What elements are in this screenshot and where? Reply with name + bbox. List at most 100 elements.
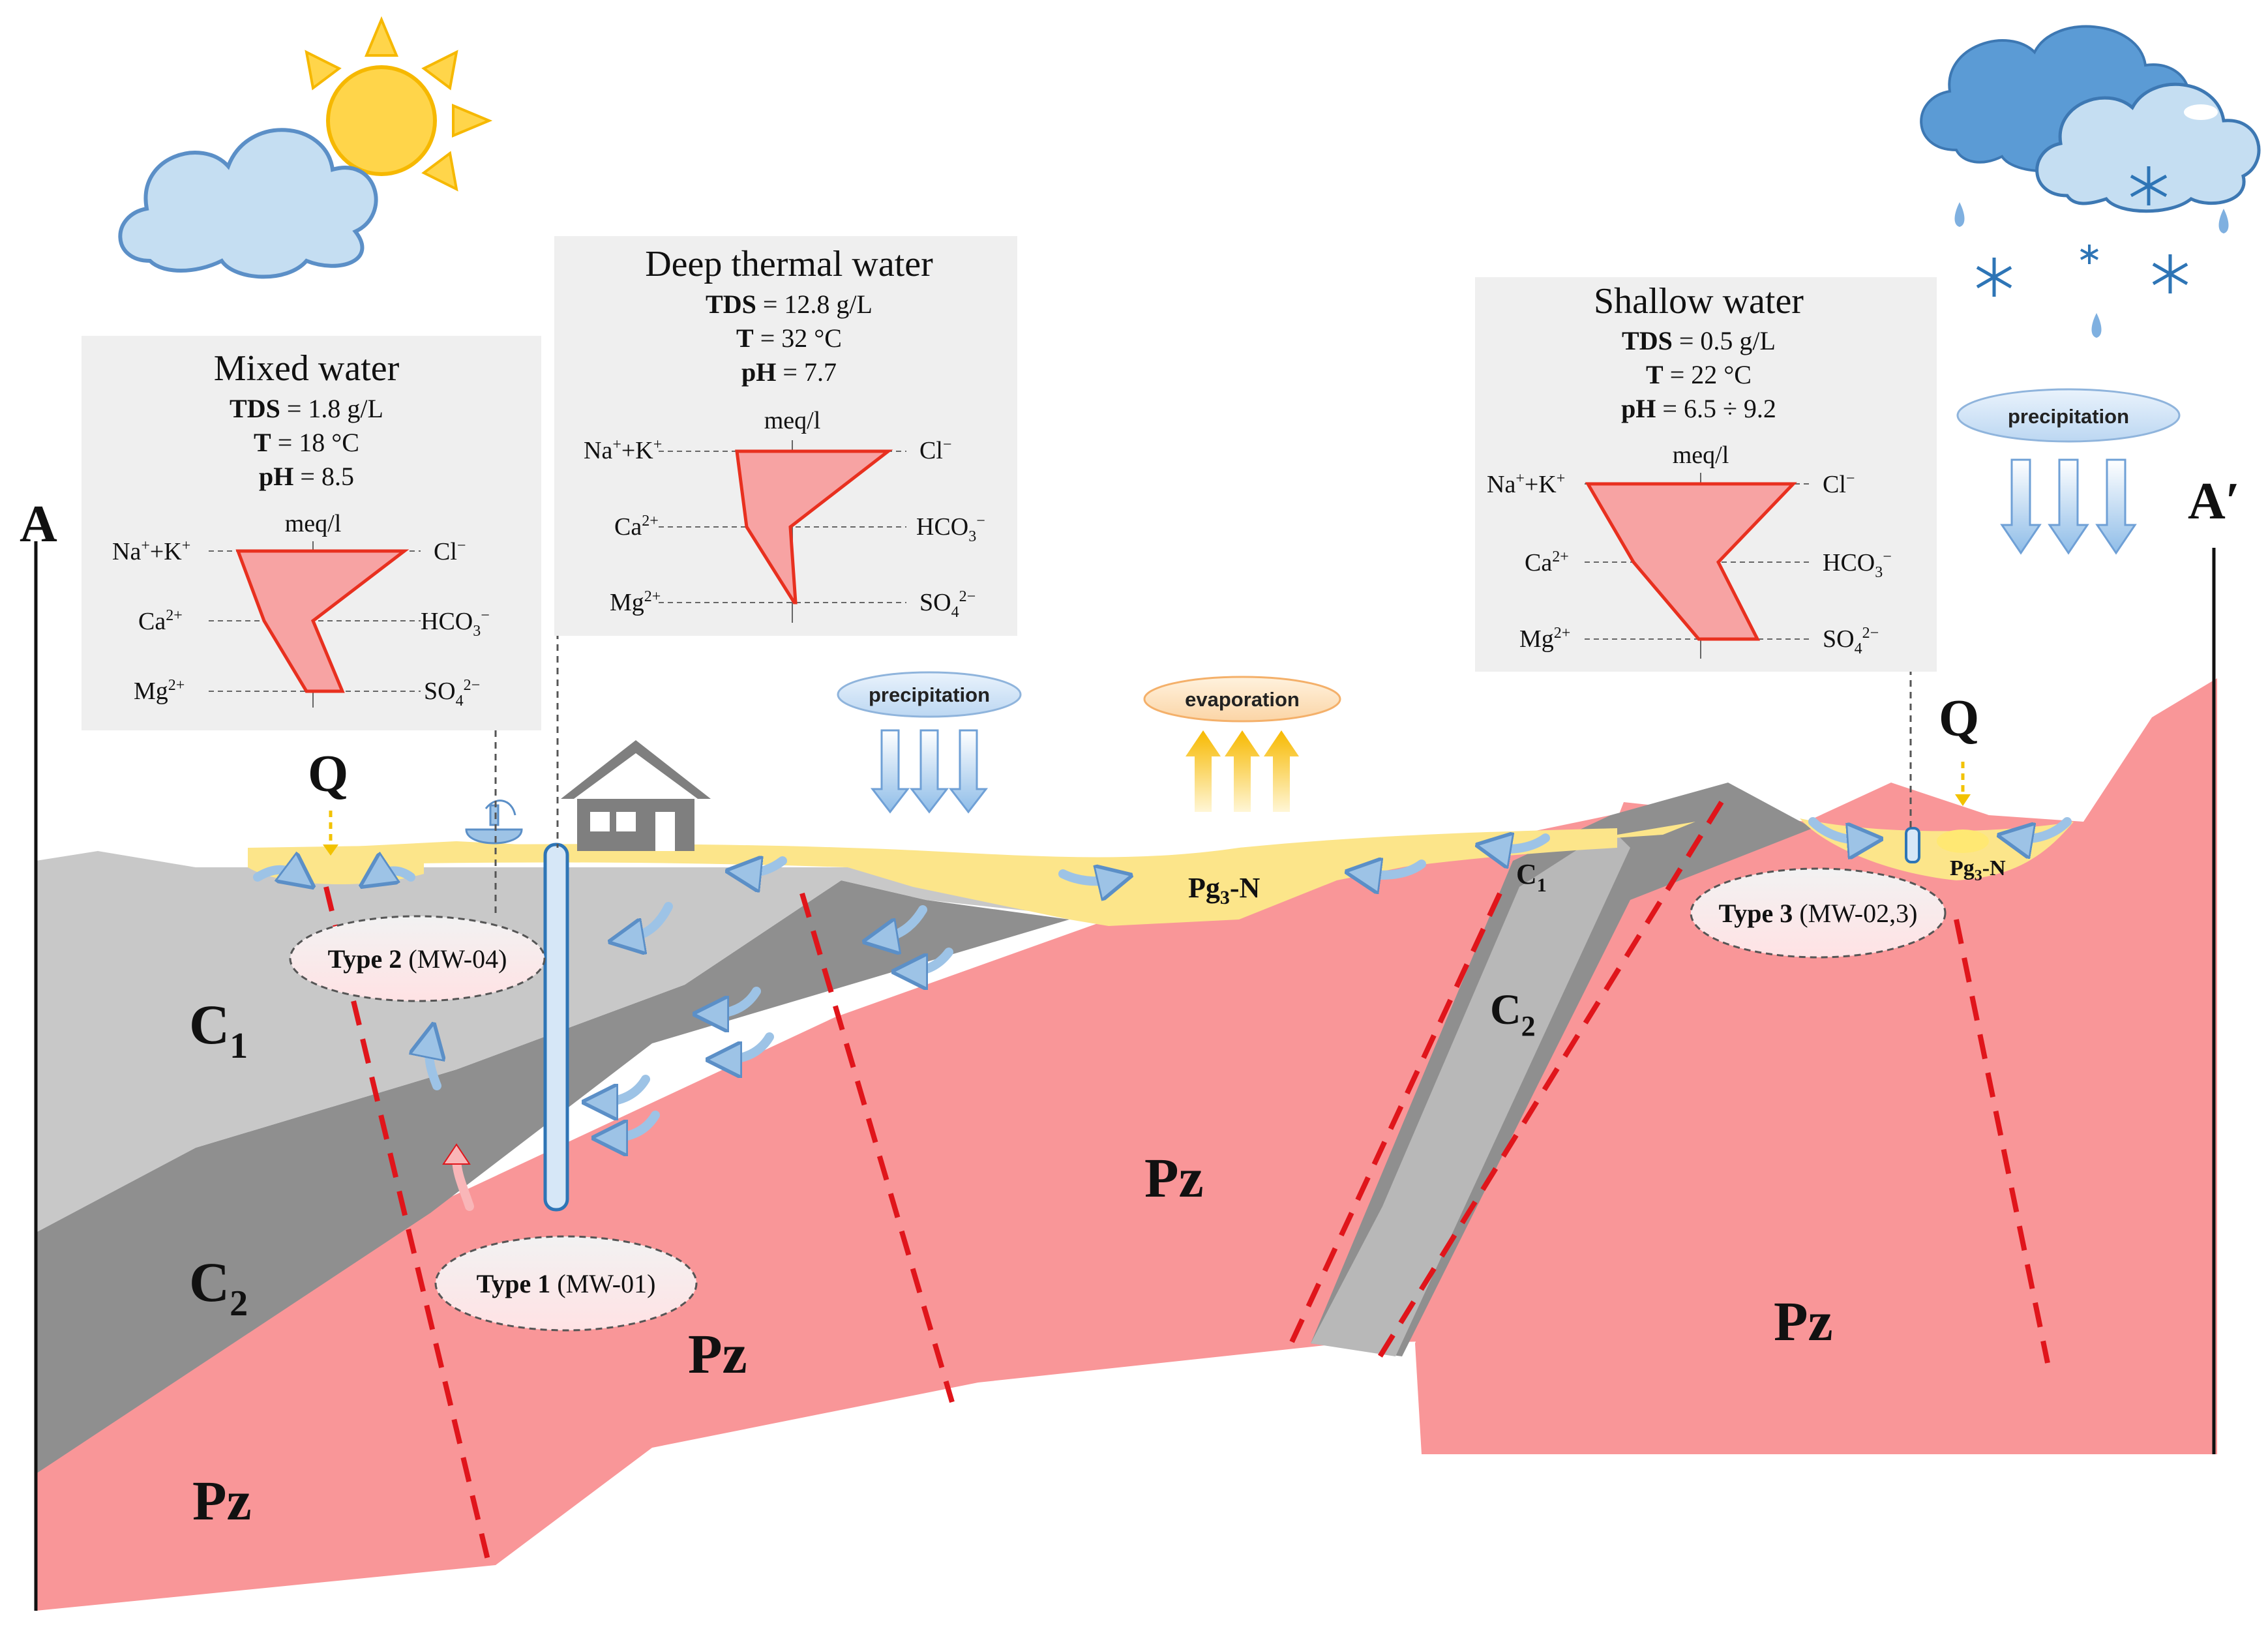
svg-text:Type 2 (MW-04): Type 2 (MW-04) — [328, 944, 507, 974]
type1-ellipse: Type 1 (MW-01) — [434, 1235, 698, 1332]
panel-mixed-ph-value: = 8.5 — [293, 462, 354, 491]
svg-text:Ca2+: Ca2+ — [614, 513, 659, 541]
svg-text:Cl−: Cl− — [919, 436, 951, 464]
svg-text:Type 1 (MW-01): Type 1 (MW-01) — [477, 1269, 656, 1298]
rock-label-c2-left: C2 — [189, 1251, 248, 1324]
svg-text:SO42−: SO42− — [1823, 625, 1879, 657]
ion-na-k: Na++K+ — [112, 537, 190, 565]
type1-wells: (MW-01) — [550, 1269, 655, 1298]
panel-deep-tds-key: TDS — [706, 290, 756, 319]
panel-shallow-title: Shallow water — [1594, 281, 1804, 321]
type3-key: Type 3 — [1719, 899, 1793, 928]
panel-shallow-tds-key: TDS — [1622, 326, 1673, 355]
well-deep — [543, 843, 569, 1212]
rock-label-pz-center: Pz — [1144, 1146, 1204, 1209]
svg-text:Na++K+: Na++K+ — [1487, 470, 1565, 498]
svg-text:Na++K+: Na++K+ — [584, 436, 662, 464]
section-end-label: A′ — [2188, 473, 2240, 530]
svg-text:TDS = 12.8 g/L: TDS = 12.8 g/L — [706, 290, 873, 319]
type3-wells: (MW-02,3) — [1793, 899, 1917, 928]
snowflake-icon — [1976, 258, 2012, 297]
discharge-left-label: Q — [308, 745, 348, 803]
raindrop-icon — [1954, 202, 2229, 338]
snowflake-icon — [2152, 254, 2188, 293]
faults — [323, 800, 2050, 1566]
upflow-arrowhead-warm — [442, 1143, 471, 1165]
ion-hco3: HCO3− — [421, 607, 490, 640]
panel-shallow-water: Shallow water TDS = 0.5 g/L T = 22 °C pH… — [1475, 277, 1937, 672]
svg-text:T = 18 °C: T = 18 °C — [254, 428, 359, 457]
panel-deep-ph-key: pH — [741, 357, 776, 387]
faucet-icon — [465, 800, 523, 844]
panel-deep-t-value: = 32 °C — [754, 323, 842, 353]
svg-text:Cl−: Cl− — [1823, 470, 1855, 498]
panel-deep-unit: meq/l — [764, 407, 821, 434]
svg-text:SO42−: SO42− — [919, 588, 976, 621]
svg-text:pH = 7.7: pH = 7.7 — [741, 357, 837, 387]
panel-shallow-t-key: T — [1646, 360, 1664, 389]
svg-text:T = 22 °C: T = 22 °C — [1646, 360, 1752, 389]
panel-shallow-ph-key: pH — [1621, 394, 1656, 423]
panel-shallow-t-value: = 22 °C — [1664, 360, 1752, 389]
up-arrows — [1186, 730, 1299, 812]
panel-mixed-t-key: T — [254, 428, 271, 457]
c1-unit-right — [1311, 828, 1630, 1356]
svg-text:TDS = 1.8 g/L: TDS = 1.8 g/L — [230, 394, 383, 423]
spring-right — [1937, 829, 1989, 853]
panel-mixed-water: Mixed water TDS = 1.8 g/L T = 18 °C pH =… — [82, 336, 541, 730]
geology — [36, 678, 2217, 1611]
panel-deep-ph-value: = 7.7 — [776, 357, 837, 387]
precipitation-left: precipitation — [837, 671, 1022, 814]
rock-label-pg-center: Pg3-N — [1188, 872, 1261, 908]
down-arrows — [2000, 458, 2137, 555]
panel-shallow-tds-value: = 0.5 g/L — [1673, 326, 1776, 355]
svg-text:Mg2+: Mg2+ — [610, 588, 661, 616]
panel-deep-t-key: T — [736, 323, 754, 353]
snowflake-icon — [2080, 245, 2098, 264]
rock-label-pz-left: Pz — [192, 1469, 252, 1532]
type2-wells: (MW-04) — [402, 944, 507, 974]
ion-so4: SO42− — [424, 677, 480, 710]
panel-deep-title: Deep thermal water — [645, 244, 933, 284]
panel-mixed-ph-key: pH — [259, 462, 293, 491]
discharge-left-arrowhead — [323, 844, 338, 856]
type1-key: Type 1 — [477, 1269, 551, 1298]
type2-ellipse: Type 2 (MW-04) — [289, 915, 546, 1002]
fault-3 — [1289, 892, 1502, 1345]
panel-mixed-tds-key: TDS — [230, 394, 280, 423]
panel-mixed-tds-value: = 1.8 g/L — [280, 394, 383, 423]
discharge-right-arrowhead — [1955, 794, 1971, 806]
precipitation-left-label: precipitation — [869, 683, 990, 706]
rock-label-c2-right: C2 — [1490, 986, 1536, 1042]
discharge-right-label: Q — [1939, 690, 1979, 747]
rock-label-c1-right: C1 — [1516, 858, 1547, 896]
svg-text:Ca2+: Ca2+ — [1525, 548, 1569, 576]
evaporation-label: evaporation — [1185, 688, 1300, 711]
ion-cl: Cl− — [434, 537, 466, 565]
fault-2 — [799, 892, 955, 1403]
section-start-label: A — [20, 496, 57, 553]
svg-text:HCO3−: HCO3− — [916, 513, 985, 545]
stiff-diagram-mixed — [235, 549, 410, 693]
type3-ellipse: Type 3 (MW-02,3) — [1690, 867, 1947, 959]
evaporation: evaporation — [1143, 676, 1341, 812]
svg-text:pH = 8.5: pH = 8.5 — [259, 462, 354, 491]
stiff-diagram-shallow — [1585, 482, 1797, 641]
precipitation-right: precipitation — [1956, 388, 2181, 555]
house-icon — [561, 740, 711, 851]
svg-text:Type 3 (MW-02,3): Type 3 (MW-02,3) — [1719, 899, 1918, 928]
flow-arrows — [253, 817, 2072, 1138]
rock-label-pz-right: Pz — [1774, 1290, 1833, 1353]
well-shallow — [1905, 827, 1920, 863]
svg-text:pH = 6.5 ÷ 9.2: pH = 6.5 ÷ 9.2 — [1621, 394, 1776, 423]
panel-mixed-title: Mixed water — [214, 348, 400, 389]
storm-cloud-icon — [1920, 25, 2261, 213]
rock-label-pg-right: Pg3-N — [1950, 856, 2006, 884]
snowflake-icon — [2130, 166, 2168, 205]
ion-mg: Mg2+ — [134, 677, 185, 705]
stiff-diagram-deep — [735, 449, 893, 605]
panel-deep-tds-value: = 12.8 g/L — [756, 290, 873, 319]
panel-shallow-ph-value: = 6.5 ÷ 9.2 — [1656, 394, 1776, 423]
sun-icon — [305, 16, 493, 192]
